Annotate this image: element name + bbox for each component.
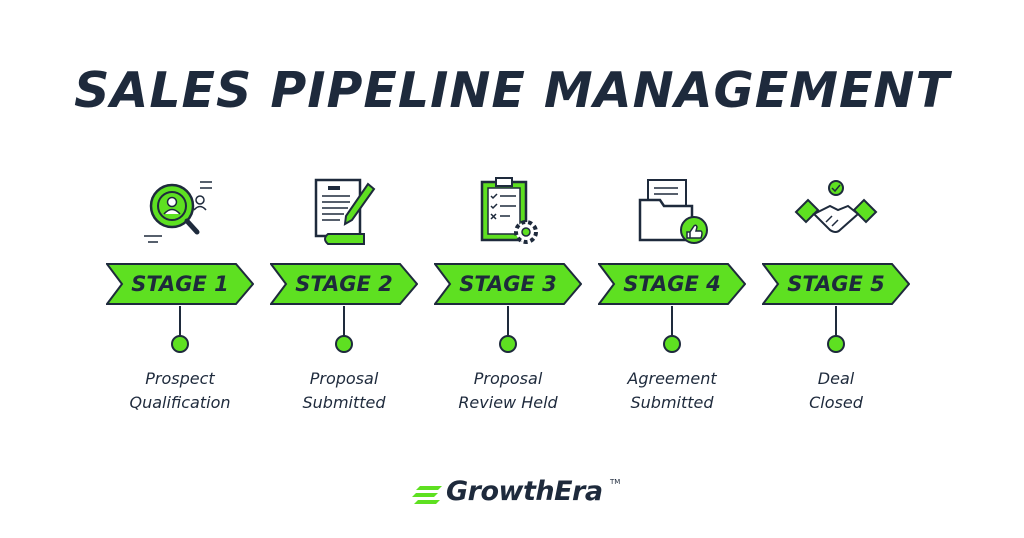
folder-thumbs-up-icon: [626, 176, 718, 248]
stage-2-description: Proposal Submitted: [262, 367, 426, 415]
stage-4-description-line-1: Agreement: [627, 369, 717, 388]
stage-3-description-line-1: Proposal: [473, 369, 543, 388]
stage-4-description-line-2: Submitted: [630, 393, 714, 412]
stage-5-dot: [827, 335, 845, 353]
stage-1-description: Prospect Qualification: [98, 367, 262, 415]
clipboard-checklist-gear-icon: [462, 176, 554, 248]
stage-2-label: STAGE 2: [295, 272, 393, 296]
growthera-logo: GrowthEra TM: [412, 474, 622, 518]
stage-5-description-line-2: Closed: [809, 393, 863, 412]
stage-1: STAGE 1 Prospect Qualification: [98, 176, 262, 426]
stage-5-connector: [835, 306, 837, 336]
stage-5-description: Deal Closed: [754, 367, 918, 415]
handshake-check-icon: [790, 176, 882, 248]
stage-5: STAGE 5 Deal Closed: [754, 176, 918, 426]
stage-1-connector: [179, 306, 181, 336]
stage-1-description-line-2: Qualification: [129, 393, 231, 412]
stage-2-description-line-1: Proposal: [309, 369, 379, 388]
stage-3-dot: [499, 335, 517, 353]
stage-2-arrow: STAGE 2: [270, 262, 418, 306]
stage-3-label: STAGE 3: [459, 272, 557, 296]
stage-4-connector: [671, 306, 673, 336]
magnifier-people-icon: [134, 176, 226, 248]
speed-lines-icon: [412, 486, 442, 504]
stage-2-dot: [335, 335, 353, 353]
stage-5-label: STAGE 5: [787, 272, 885, 296]
stage-5-description-line-1: Deal: [817, 369, 855, 388]
stage-4-dot: [663, 335, 681, 353]
stage-1-dot: [171, 335, 189, 353]
stage-2-description-line-2: Submitted: [302, 393, 386, 412]
stage-1-label: STAGE 1: [131, 272, 229, 296]
document-pen-icon: [298, 176, 390, 248]
stage-3-description-line-2: Review Held: [458, 393, 558, 412]
stage-1-arrow: STAGE 1: [106, 262, 254, 306]
stage-2: STAGE 2 Proposal Submitted: [262, 176, 426, 426]
stage-3-connector: [507, 306, 509, 336]
stage-3-description: Proposal Review Held: [426, 367, 590, 415]
brand-name: GrowthEra: [446, 476, 603, 507]
stage-3-arrow: STAGE 3: [434, 262, 582, 306]
page-title: SALES PIPELINE MANAGEMENT: [74, 62, 950, 119]
stage-2-connector: [343, 306, 345, 336]
stage-5-arrow: STAGE 5: [762, 262, 910, 306]
stage-4: STAGE 4 Agreement Submitted: [590, 176, 754, 426]
stage-1-description-line-1: Prospect: [145, 369, 215, 388]
trademark: TM: [610, 478, 621, 486]
stage-4-description: Agreement Submitted: [590, 367, 754, 415]
stage-4-arrow: STAGE 4: [598, 262, 746, 306]
stage-4-label: STAGE 4: [623, 272, 721, 296]
stage-3: STAGE 3 Proposal Review Held: [426, 176, 590, 426]
